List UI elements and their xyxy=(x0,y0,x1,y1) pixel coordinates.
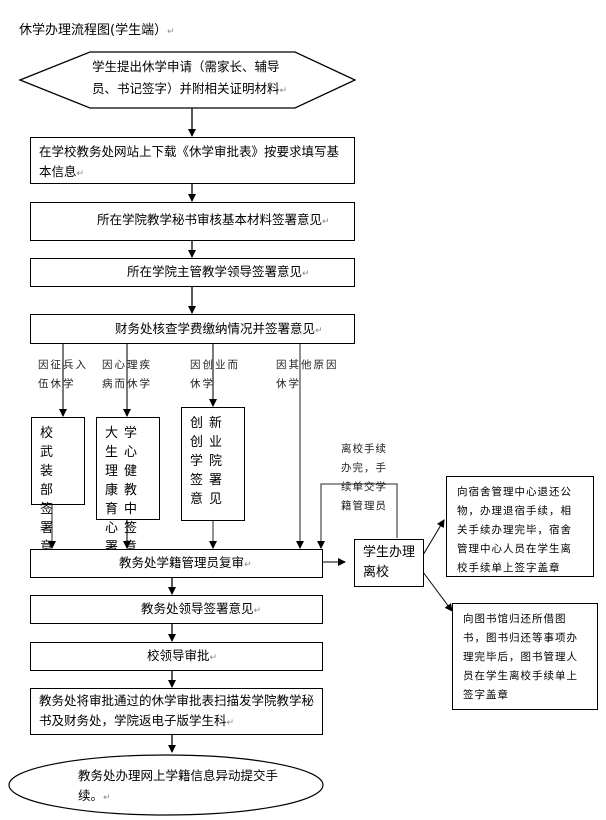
start-hexagon xyxy=(18,51,357,109)
step-registrar-review: 教务处学籍管理员复审↵ xyxy=(30,549,323,578)
step-scan-send: 教务处将审批通过的休学审批表扫描发学院教学秘书及财务处，学院返电子版学生科↵ xyxy=(30,688,323,735)
branch-label-startup: 因创业而休学 xyxy=(190,359,240,390)
branch-label-military: 因征兵入伍休学 xyxy=(38,359,88,390)
box-innovation-college: 创新创业学院签署意见 xyxy=(181,407,245,521)
step-finance-check: 财务处核查学费缴纳情况并签署意见↵ xyxy=(30,314,355,344)
end-ellipse xyxy=(8,754,324,816)
step-office-leader-sign: 教务处领导签署意见↵ xyxy=(30,595,323,624)
branch-label-psych: 因心理疾病而休学 xyxy=(102,359,152,390)
step-secretary-review: 所在学院教学秘书审核基本材料签署意见↵ xyxy=(30,202,355,241)
leave-label: 离校手续办完，手续单交学籍管理员 xyxy=(341,443,387,512)
arrow xyxy=(422,519,445,556)
box-dorm-return: 向宿舍管理中心退还公物，办理退宿手续，相关手续办理完毕，宿舍管理中心人员在学生离… xyxy=(446,476,594,577)
arrow xyxy=(422,571,453,612)
step-dean-sign: 所在学院主管教学领导签署意见↵ xyxy=(30,258,355,287)
box-psych-center: 大学生心理健康教育中心签署意见 xyxy=(96,417,160,574)
box-library-return: 向图书馆归还所借图书，图书归还等事项办理完毕后，图书管理人员在学生离校手续单上签… xyxy=(452,603,598,710)
box-leave-school: 学生办理离校 xyxy=(354,539,424,587)
step-school-leader-approve: 校领导审批↵ xyxy=(30,642,323,671)
step-download-form: 在学校教务处网站上下载《休学审批表》按要求填写基本信息↵ xyxy=(30,137,355,184)
leave-return-line xyxy=(317,483,398,549)
box-armed-forces: 校武装部签署意见 xyxy=(31,417,85,574)
start-text: 学生提出休学申请（需家长、辅导员、书记签字）并附相关证明材料↵ xyxy=(92,59,288,96)
end-text: 教务处办理网上学籍信息异动提交手续。↵ xyxy=(78,768,279,803)
branch-label-other: 因其他原因休学 xyxy=(276,359,339,390)
page-title: 休学办理流程图(学生端）↵ xyxy=(19,23,175,38)
